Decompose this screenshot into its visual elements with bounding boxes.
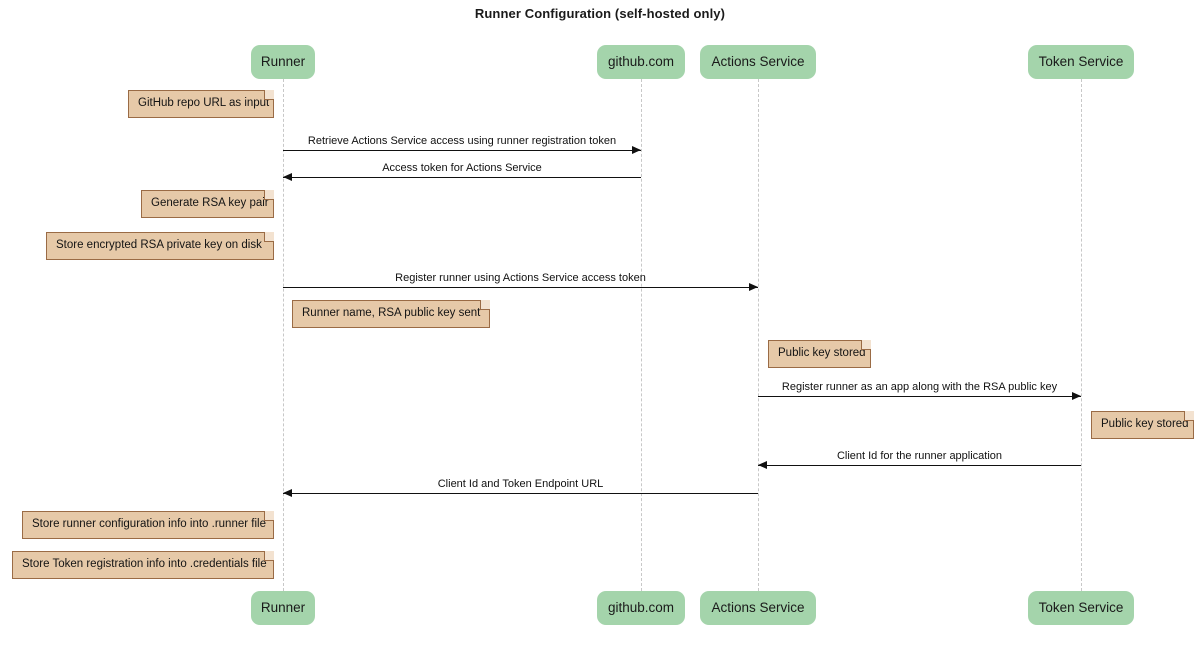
arrow-head-icon bbox=[632, 145, 641, 154]
note-generate-rsa: Generate RSA key pair bbox=[141, 190, 274, 218]
message-label: Register runner as an app along with the… bbox=[781, 381, 1058, 393]
message-line bbox=[758, 465, 1081, 466]
message-line bbox=[283, 177, 641, 178]
message-label: Client Id and Token Endpoint URL bbox=[437, 478, 604, 490]
lifeline-token bbox=[1081, 79, 1082, 591]
note-text: Public key stored bbox=[1101, 418, 1189, 430]
participant-actions-top[interactable]: Actions Service bbox=[700, 45, 816, 79]
note-fold-corner-icon bbox=[264, 90, 274, 100]
note-store-creds: Store Token registration info into .cred… bbox=[12, 551, 274, 579]
participant-token-top[interactable]: Token Service bbox=[1028, 45, 1134, 79]
note-text: Generate RSA key pair bbox=[151, 197, 269, 209]
note-text: Public key stored bbox=[778, 347, 866, 359]
message-label: Register runner using Actions Service ac… bbox=[395, 272, 646, 284]
note-fold-corner-icon bbox=[480, 300, 490, 310]
note-fold-corner-icon bbox=[861, 340, 871, 350]
participant-github-bottom[interactable]: github.com bbox=[597, 591, 685, 625]
participant-actions-bottom[interactable]: Actions Service bbox=[700, 591, 816, 625]
arrow-head-icon bbox=[749, 282, 758, 291]
message-line bbox=[758, 396, 1081, 397]
note-text: GitHub repo URL as input bbox=[138, 97, 270, 109]
participant-token-bottom[interactable]: Token Service bbox=[1028, 591, 1134, 625]
note-pubkey-actions: Public key stored bbox=[768, 340, 871, 368]
note-text: Store runner configuration info into .ru… bbox=[32, 518, 266, 530]
note-store-config: Store runner configuration info into .ru… bbox=[22, 511, 274, 539]
lifeline-github bbox=[641, 79, 642, 591]
note-fold-corner-icon bbox=[264, 511, 274, 521]
message-label: Access token for Actions Service bbox=[382, 162, 542, 174]
message-label: Client Id for the runner application bbox=[836, 450, 1003, 462]
note-fold-corner-icon bbox=[264, 190, 274, 200]
arrow-head-icon bbox=[1072, 391, 1081, 400]
note-pubkey-token: Public key stored bbox=[1091, 411, 1194, 439]
participant-runner-top[interactable]: Runner bbox=[251, 45, 315, 79]
lifeline-runner bbox=[283, 79, 284, 591]
note-text: Store Token registration info into .cred… bbox=[22, 558, 267, 570]
note-text: Store encrypted RSA private key on disk bbox=[56, 239, 262, 251]
message-line bbox=[283, 287, 758, 288]
note-store-private: Store encrypted RSA private key on disk bbox=[46, 232, 274, 260]
participant-runner-bottom[interactable]: Runner bbox=[251, 591, 315, 625]
message-line bbox=[283, 493, 758, 494]
note-repo-url: GitHub repo URL as input bbox=[128, 90, 274, 118]
arrow-head-icon bbox=[283, 488, 292, 497]
arrow-head-icon bbox=[283, 172, 292, 181]
note-fold-corner-icon bbox=[1184, 411, 1194, 421]
message-line bbox=[283, 150, 641, 151]
page-title: Runner Configuration (self-hosted only) bbox=[474, 6, 726, 21]
note-text: Runner name, RSA public key sent bbox=[302, 307, 481, 319]
note-fold-corner-icon bbox=[264, 551, 274, 561]
message-label: Retrieve Actions Service access using ru… bbox=[307, 135, 617, 147]
note-runner-name: Runner name, RSA public key sent bbox=[292, 300, 490, 328]
note-fold-corner-icon bbox=[264, 232, 274, 242]
arrow-head-icon bbox=[758, 460, 767, 469]
participant-github-top[interactable]: github.com bbox=[597, 45, 685, 79]
lifeline-actions bbox=[758, 79, 759, 591]
